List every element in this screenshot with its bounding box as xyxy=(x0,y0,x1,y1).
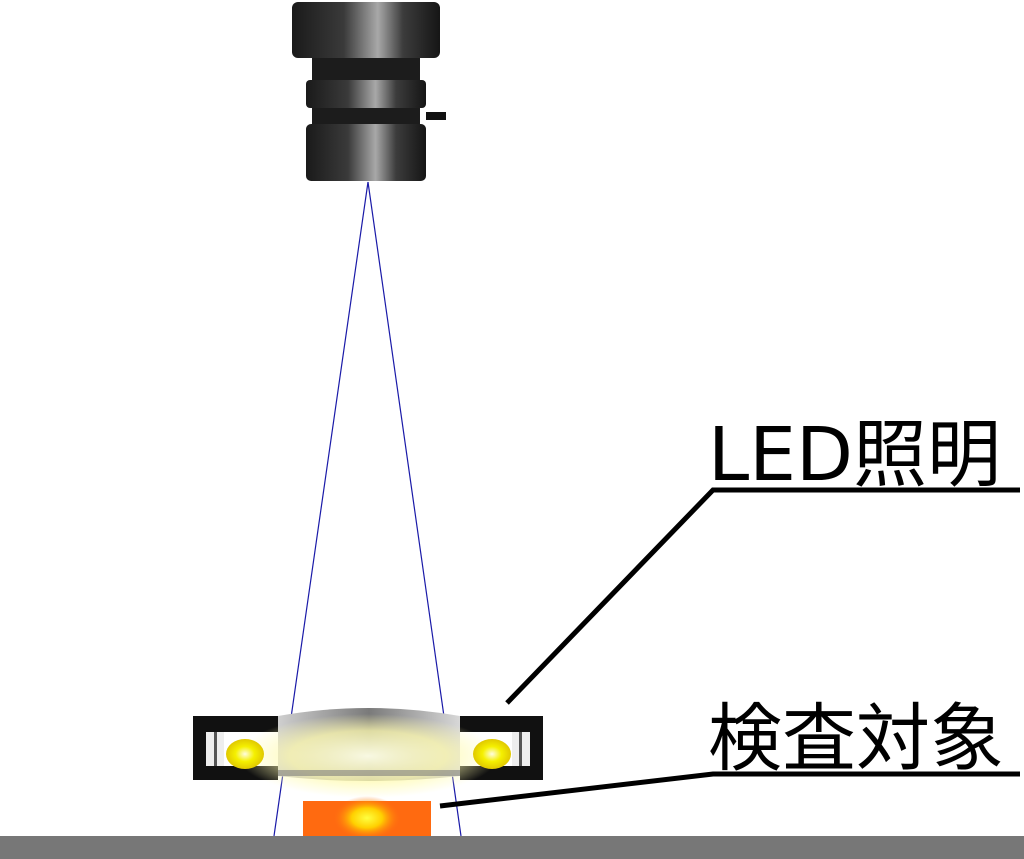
floor-surface xyxy=(0,836,1024,859)
led-glow-area xyxy=(238,714,498,798)
camera-screw xyxy=(426,112,446,120)
camera-band-2 xyxy=(312,108,420,124)
target-highlight xyxy=(333,796,401,840)
camera-ring xyxy=(306,80,426,108)
camera-band-1 xyxy=(312,58,420,80)
led-emitter-right-icon xyxy=(473,739,511,769)
led-lens-bottom-edge xyxy=(278,770,460,776)
led-emitter-left-icon xyxy=(226,739,264,769)
led-ring-light xyxy=(193,708,543,798)
leader-line-target xyxy=(439,771,1020,809)
camera xyxy=(292,2,446,181)
led-inner-strip-right xyxy=(519,732,522,766)
led-lighting-label: LED照明 xyxy=(708,412,1001,498)
leader-line-led xyxy=(505,487,1020,705)
inspection-target-label: 検査対象 xyxy=(708,696,1004,782)
camera-body-top xyxy=(292,2,440,58)
leader-lines xyxy=(439,487,1020,809)
inspection-target xyxy=(303,796,431,840)
led-inner-strip-left xyxy=(214,732,217,766)
camera-body-bottom xyxy=(306,124,426,181)
